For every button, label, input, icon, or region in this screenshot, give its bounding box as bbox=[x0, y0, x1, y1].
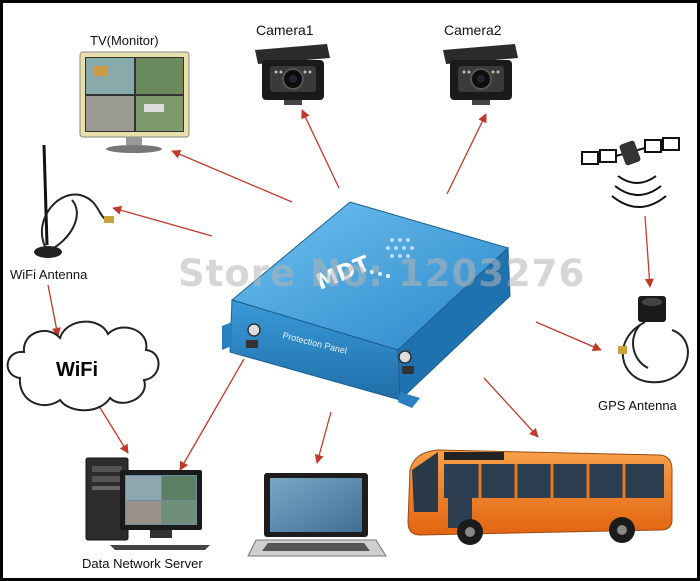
dvr-device bbox=[222, 201, 511, 408]
tv-monitor-icon bbox=[79, 51, 190, 153]
arrow-device-to-server bbox=[179, 358, 245, 471]
bus-icon bbox=[407, 449, 673, 545]
arrow-satellite-to-gps bbox=[644, 215, 654, 288]
arrow-device-to-tv bbox=[171, 150, 293, 203]
arrow-device-to-camera2 bbox=[446, 113, 487, 195]
camera2-icon bbox=[443, 44, 518, 105]
server-computer-icon bbox=[85, 457, 210, 550]
satellite-icon bbox=[581, 137, 680, 208]
arrow-device-to-bus bbox=[483, 377, 539, 438]
wifi-antenna-icon bbox=[34, 144, 114, 258]
wifi-antenna-label: WiFi Antenna bbox=[10, 267, 88, 282]
arrow-device-to-camera1 bbox=[301, 109, 340, 189]
wifi-cloud-label: WiFi bbox=[56, 359, 98, 381]
wifi-cloud-icon bbox=[6, 320, 160, 412]
laptop-icon bbox=[247, 473, 387, 557]
camera1-label: Camera1 bbox=[256, 22, 314, 38]
arrow-device-to-laptop bbox=[314, 411, 332, 464]
connection-arrows bbox=[47, 109, 654, 471]
camera1-icon bbox=[255, 44, 330, 105]
arrow-device-to-gps bbox=[535, 321, 602, 351]
arrow-antenna-to-wifi bbox=[47, 284, 61, 337]
gps-antenna-label: GPS Antenna bbox=[598, 398, 677, 413]
arrow-device-to-wifi-antenna bbox=[112, 205, 213, 237]
tv-label: TV(Monitor) bbox=[90, 33, 159, 48]
store-watermark: Store No: 1203276 bbox=[178, 252, 586, 295]
gps-antenna-icon bbox=[618, 296, 689, 384]
camera2-label: Camera2 bbox=[444, 22, 502, 38]
server-label: Data Network Server bbox=[82, 556, 203, 571]
